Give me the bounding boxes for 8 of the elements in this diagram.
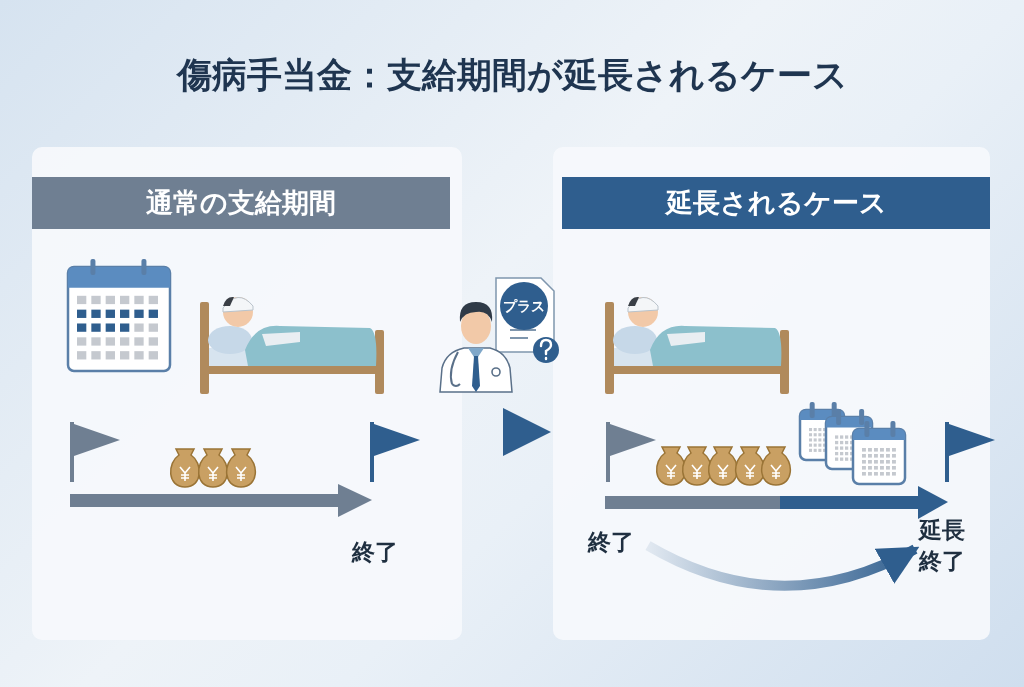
panel-header: 通常の支給期間: [32, 177, 450, 229]
end-label: 延長終了: [919, 515, 971, 577]
end-label: 終了: [352, 538, 398, 567]
arrow: [645, 541, 920, 591]
end-label: 終了: [588, 527, 648, 558]
panel-header: 延長されるケース: [562, 177, 990, 229]
panel-card: [32, 147, 462, 640]
title: 傷病手当金：支給期間が延長されるケース: [175, 54, 849, 97]
